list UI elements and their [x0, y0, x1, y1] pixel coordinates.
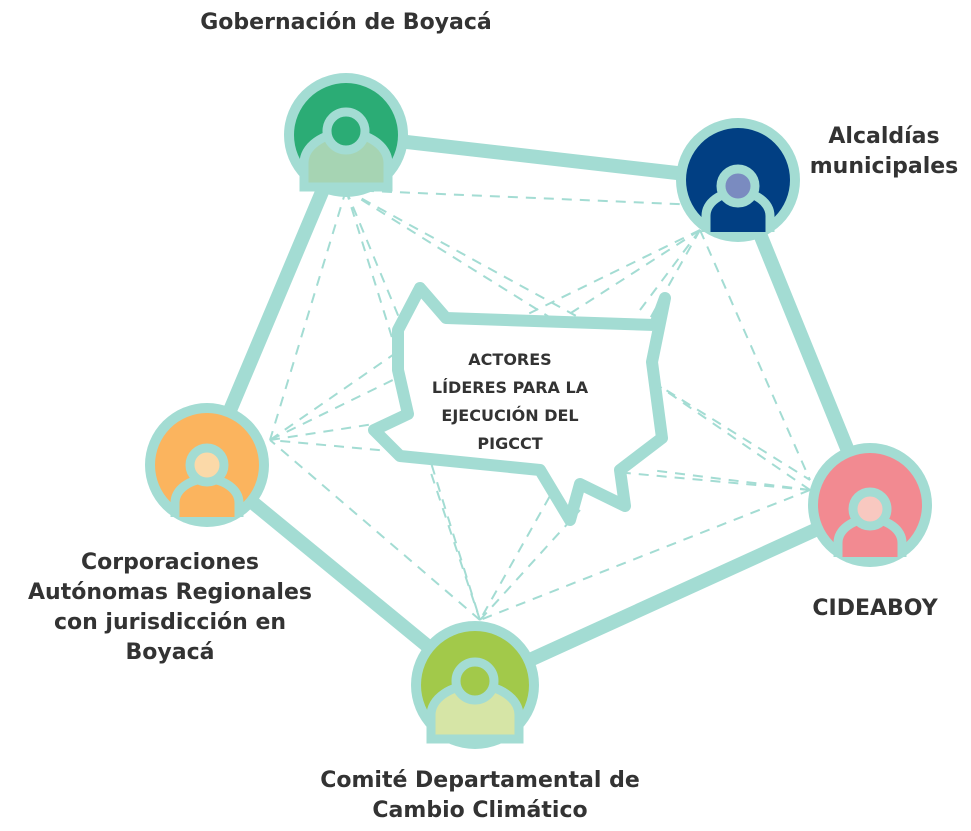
person-icon-head	[322, 107, 370, 155]
actor-node-cideaboy	[808, 443, 932, 567]
label-line: Cambio Climático	[372, 798, 588, 823]
person-icon-head	[716, 164, 760, 208]
label-line: CIDEABOY	[812, 596, 938, 621]
label-line: Boyacá	[125, 640, 215, 665]
label-line: Autónomas Regionales	[28, 580, 312, 605]
person-icon-head	[185, 443, 229, 487]
center-title: ACTORES LÍDERES PARA LA EJECUCIÓN DEL PI…	[405, 346, 615, 458]
label-line: con jurisdicción en	[53, 610, 287, 635]
actor-node-comite	[411, 621, 539, 749]
label-line: Comité Departamental de	[320, 768, 640, 793]
center-speech-bubble	[368, 282, 671, 526]
center-title-line: PIGCCT	[477, 434, 543, 453]
actor-node-corporaciones	[145, 403, 269, 527]
label-line: municipales	[809, 154, 959, 179]
center-title-line: LÍDERES PARA LA	[431, 378, 589, 397]
label-comite: Comité Departamental de Cambio Climático	[300, 766, 660, 826]
center-title-line: EJECUCIÓN DEL	[441, 406, 579, 425]
center-title-line: ACTORES	[468, 350, 552, 369]
person-icon-head	[848, 487, 892, 531]
label-line: Corporaciones	[80, 550, 260, 575]
label-alcaldias: Alcaldías municipales	[800, 122, 968, 182]
label-line: Gobernación de Boyacá	[200, 10, 492, 35]
label-corporaciones: Corporaciones Autónomas Regionales con j…	[20, 548, 320, 668]
actor-node-alcaldias	[676, 118, 800, 242]
label-gobernacion: Gobernación de Boyacá	[160, 8, 532, 38]
person-icon-head	[451, 657, 499, 705]
actor-node-gobernacion	[284, 73, 408, 197]
label-cideaboy: CIDEABOY	[800, 594, 950, 624]
label-line: Alcaldías	[828, 124, 940, 149]
